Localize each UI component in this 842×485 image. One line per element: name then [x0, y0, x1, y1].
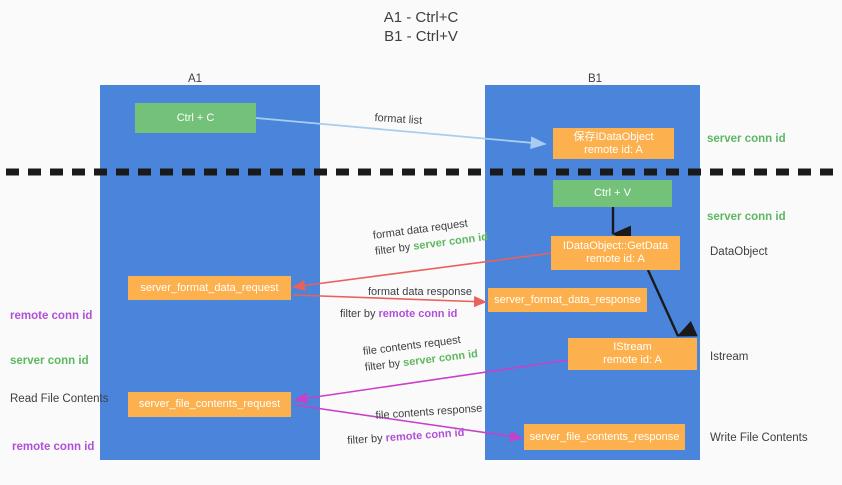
server-conn-id-label: server conn id: [10, 355, 89, 367]
node-ctrl-v[interactable]: Ctrl + V: [553, 180, 672, 207]
remote-conn-id-label: remote conn id: [12, 441, 95, 453]
edge-label-file-contents-response-line1: file contents response: [375, 402, 483, 422]
node-server-format-data-request[interactable]: server_format_data_request: [128, 276, 291, 300]
annotation-server-conn-id-mid: server conn id: [707, 211, 786, 223]
filter-value-remote-conn-id: remote conn id: [378, 308, 458, 320]
annotation-istream: Istream: [710, 351, 749, 363]
annotation-conn-ids-file: remote conn id server conn id: [12, 410, 94, 485]
edge-label-file-contents-response: file contents response filter by remote …: [347, 401, 484, 447]
node-ctrl-c[interactable]: Ctrl + C: [135, 103, 256, 133]
edge-label-file-contents-response-line2: filter by remote conn id: [347, 423, 485, 449]
edge-label-format-data-response: format data response filter by remote co…: [340, 284, 472, 322]
column-header-a1-title: A1: [187, 73, 203, 85]
edge-label-format-data-response-line1: format data response: [368, 286, 472, 298]
edge-label-format-data-response-line2: filter by remote conn id: [340, 306, 472, 322]
filter-by-text: filter by: [374, 240, 415, 258]
annotation-conn-ids-format: remote conn id server conn id: [10, 279, 92, 399]
page-title: A1 - Ctrl+C B1 - Ctrl+V: [383, 9, 459, 45]
node-server-format-data-response[interactable]: server_format_data_response: [488, 288, 647, 312]
filter-by-text: filter by: [346, 432, 387, 448]
column-header-b1-title: B1: [587, 73, 603, 85]
annotation-dataobject: DataObject: [710, 246, 768, 258]
remote-conn-id-label: remote conn id: [10, 310, 93, 322]
edge-label-format-data-request: format data request filter by server con…: [372, 213, 489, 260]
annotation-write-file-contents: Write File Contents: [710, 432, 808, 444]
annotation-read-file-contents: Read File Contents: [10, 393, 109, 405]
annotation-server-conn-id-top: server conn id: [707, 133, 786, 145]
edge-label-format-list: format list: [374, 110, 423, 129]
node-server-file-contents-request[interactable]: server_file_contents_request: [128, 392, 291, 417]
node-idataobject-getdata[interactable]: IDataObject::GetData remote id: A: [551, 236, 680, 270]
node-istream[interactable]: IStream remote id: A: [568, 338, 697, 370]
filter-value-remote-conn-id: remote conn id: [385, 426, 465, 445]
edge-label-format-list-line1: format list: [374, 111, 423, 127]
node-store-idataobject[interactable]: 保存IDataObject remote id: A: [553, 128, 674, 159]
edge-label-file-contents-request: file contents request filter by server c…: [362, 330, 479, 376]
filter-by-text: filter by: [340, 308, 379, 320]
filter-by-text: filter by: [364, 357, 404, 374]
node-server-file-contents-response[interactable]: server_file_contents_response: [524, 424, 685, 450]
